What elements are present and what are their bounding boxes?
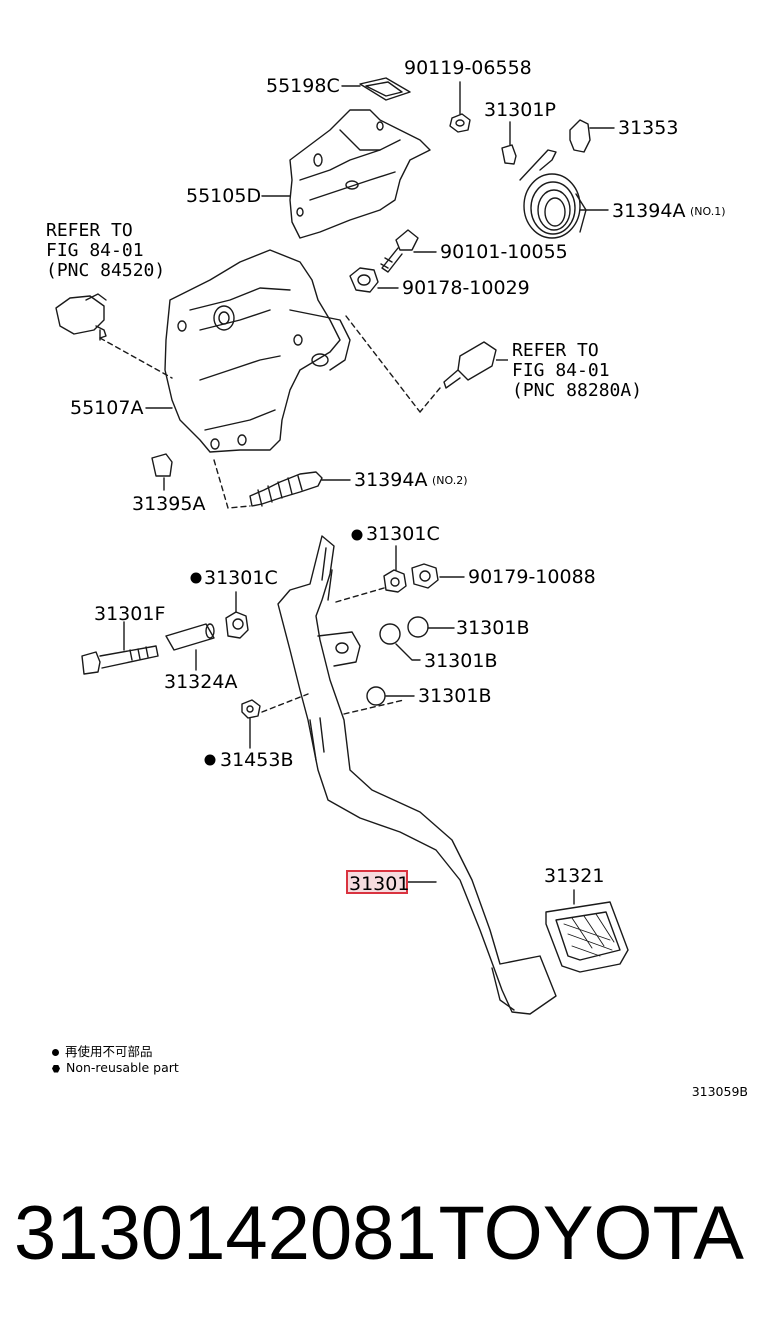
label-31394a-no1: 31394A (612, 200, 685, 222)
label-31321: 31321 (544, 865, 604, 887)
part-number: 3130142081 (14, 1191, 437, 1276)
part-31301b-bushing-a-drawing (407, 616, 429, 638)
legend-row-japanese: 再使用不可部品 (52, 1044, 179, 1060)
label-31301b-b: 31301B (424, 650, 497, 672)
label-55107a: 55107A (70, 397, 143, 419)
label-31301c-upper: 31301C (366, 523, 440, 545)
part-90101-drawing (380, 229, 419, 273)
refer-right-line2: FIG 84-01 (512, 360, 610, 381)
part-31395a-drawing (151, 453, 173, 477)
non-reusable-dot-31301c-b (190, 572, 202, 584)
label-31394a-no2-note: (NO.2) (432, 474, 468, 487)
label-31301f: 31301F (94, 603, 165, 625)
pedal-pad-31321-drawing (545, 901, 629, 973)
stop-switch-left-drawing (55, 293, 107, 339)
spring-no1-drawing (519, 149, 587, 239)
label-31394a-no2: 31394A (354, 469, 427, 491)
label-31301p: 31301P (484, 99, 556, 121)
refer-left-line2: FIG 84-01 (46, 240, 144, 261)
label-55198c: 55198C (266, 75, 340, 97)
refer-left-line1: REFER TO (46, 220, 133, 241)
legend-english: Non-reusable part (66, 1060, 179, 1075)
part-90178-drawing (349, 267, 379, 293)
part-90119-drawing (449, 113, 471, 133)
non-reusable-dot-31453b (204, 754, 216, 766)
label-90101-10055: 90101-10055 (440, 241, 568, 263)
label-31353: 31353 (618, 117, 678, 139)
part-31353-drawing (569, 119, 591, 153)
part-31324a-drawing (165, 623, 215, 651)
label-31324a: 31324A (164, 671, 237, 693)
label-31395a: 31395A (132, 493, 205, 515)
pedal-arm-31301-drawing (277, 535, 557, 1015)
figure-number: 313059B (691, 1084, 748, 1099)
non-reusable-dot-31301c-a (351, 529, 363, 541)
highlight-box-31301 (346, 870, 408, 894)
refer-left-line3: (PNC 84520) (46, 260, 165, 281)
part-31301b-bushing-c-drawing (366, 686, 386, 706)
label-55105d: 55105D (186, 185, 261, 207)
part-55107a-drawing (164, 249, 351, 453)
spring-no2-drawing (249, 471, 323, 507)
legend: 再使用不可部品 Non-reusable part (52, 1044, 179, 1076)
refer-right-line1: REFER TO (512, 340, 599, 361)
label-31301c-lower: 31301C (204, 567, 278, 589)
part-55198c-drawing (359, 77, 411, 101)
label-90119-06558: 90119-06558 (404, 57, 532, 79)
brand-name: TOYOTA (438, 1191, 744, 1276)
label-31301: 31301 (349, 873, 409, 895)
part-31301c-nut-drawing (383, 569, 407, 593)
label-90179-10088: 90179-10088 (468, 566, 596, 588)
part-55105d-drawing (289, 109, 431, 239)
label-31301b-a: 31301B (456, 617, 529, 639)
label-90178-10029: 90178-10029 (402, 277, 530, 299)
label-31453b: 31453B (220, 749, 293, 771)
legend-row-english: Non-reusable part (52, 1060, 179, 1076)
part-31301c-collar-drawing (225, 611, 249, 639)
hexagon-icon (52, 1064, 60, 1073)
part-31301p-drawing (501, 144, 517, 165)
legend-japanese: 再使用不可部品 (65, 1044, 153, 1059)
part-31301b-bushing-b-drawing (379, 623, 401, 645)
part-31453b-drawing (241, 699, 261, 719)
part-31301f-bolt-drawing (81, 645, 159, 675)
label-31394a-no1-note: (NO.1) (690, 205, 726, 218)
part-90179-drawing (411, 563, 439, 589)
dot-icon (52, 1049, 59, 1056)
label-31301b-c: 31301B (418, 685, 491, 707)
footer: 3130142081 TOYOTA (14, 1190, 746, 1290)
refer-right-line3: (PNC 88280A) (512, 380, 642, 401)
stop-switch-right-drawing (443, 341, 497, 389)
